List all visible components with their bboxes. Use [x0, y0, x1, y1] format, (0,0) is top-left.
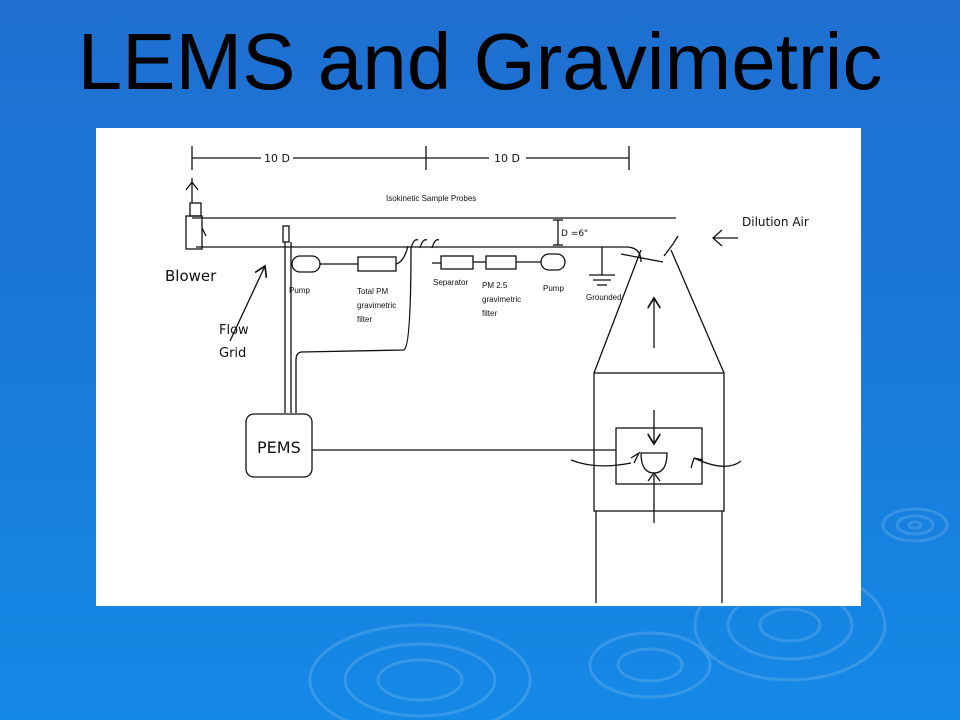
lems-schematic-diagram: 10 D 10 D D =6" Isokinetic Sample Probes… [165, 146, 809, 603]
slide-title: LEMS and Gravimetric [77, 17, 883, 106]
total-pm-label-line2: gravimetric [357, 301, 396, 310]
stove-enclosure [593, 372, 725, 603]
pump-label-2: Pump [543, 284, 564, 293]
pems-analyzer [245, 413, 616, 478]
total-pm-label-line1: Total PM [357, 287, 388, 296]
ground-symbol [589, 247, 615, 286]
blower-unit [185, 178, 207, 250]
collection-hood [593, 235, 725, 374]
grounded-label: Grounded [586, 293, 622, 302]
pm25-label-line1: PM 2.5 [482, 281, 508, 290]
isokinetic-probes-label: Isokinetic Sample Probes [386, 194, 476, 203]
blower-label: Blower [165, 267, 217, 285]
dilution-air-label: Dilution Air [742, 215, 809, 229]
pump-label-1: Pump [289, 286, 310, 295]
dilution-air-arrow [712, 229, 738, 247]
duct-diameter-label: D =6" [561, 229, 588, 239]
total-pm-train [291, 239, 440, 413]
duct-diameter-marker [553, 219, 563, 246]
lems-schematic-panel: 10 D 10 D D =6" Isokinetic Sample Probes… [96, 128, 861, 606]
dimension-label-first: 10 D [264, 152, 290, 165]
dimension-line [191, 146, 630, 170]
pm25-train [432, 253, 566, 271]
main-duct [192, 217, 676, 263]
flow-grid-label-line2: Grid [219, 346, 246, 361]
pems-label: PEMS [257, 438, 301, 457]
flow-grid-label-line1: Flow [219, 323, 249, 338]
total-pm-label-line3: filter [357, 315, 372, 324]
separator-label: Separator [433, 278, 468, 287]
flow-grid-probe [229, 225, 292, 413]
dimension-label-second: 10 D [494, 152, 520, 165]
pm25-label-line2: gravimetric [482, 295, 521, 304]
test-stove [570, 410, 742, 523]
pm25-label-line3: filter [482, 309, 497, 318]
